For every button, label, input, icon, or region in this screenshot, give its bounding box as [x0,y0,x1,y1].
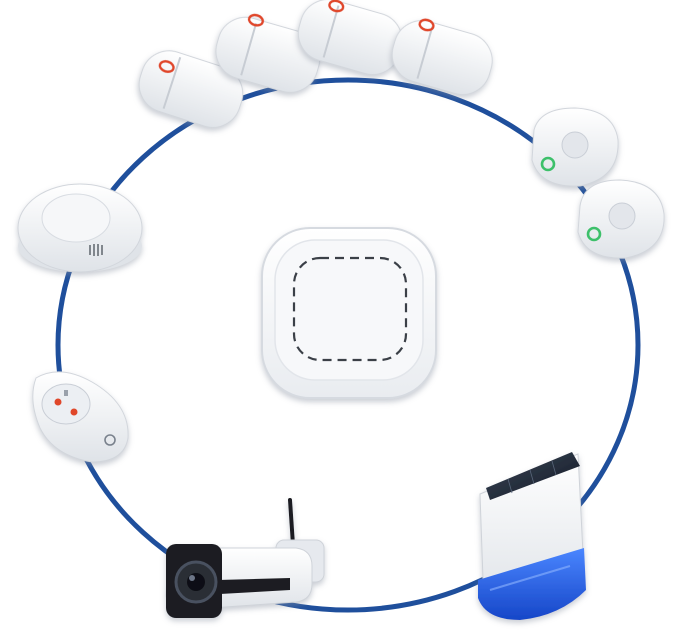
door-sensor-icon [391,18,493,96]
door-sensor-icon [215,13,321,93]
smart-plug-icon [32,371,129,463]
connection-ring [55,77,641,613]
outdoor-siren-icon [478,452,586,620]
motion-sensor-icon [531,107,619,187]
hub-icon [261,227,437,399]
smoke-detector-icon [17,183,143,273]
motion-sensor-icon [577,179,665,259]
ip-camera-icon [165,498,325,618]
door-sensor-icon [138,50,244,128]
